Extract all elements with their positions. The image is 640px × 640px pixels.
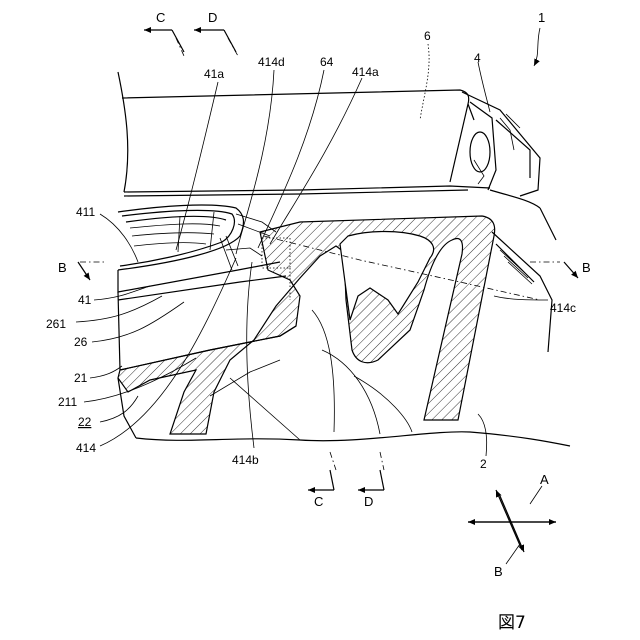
label-26: 26 bbox=[74, 335, 88, 349]
direction-indicator bbox=[468, 486, 556, 564]
label-261: 261 bbox=[46, 317, 66, 331]
label-414a: 414a bbox=[352, 65, 379, 79]
label-21: 21 bbox=[74, 371, 88, 385]
section-arrows bbox=[78, 30, 578, 490]
section-c-bottom: C bbox=[314, 494, 323, 509]
label-6: 6 bbox=[424, 29, 431, 43]
label-2: 2 bbox=[480, 457, 487, 471]
label-64: 64 bbox=[320, 55, 334, 69]
label-1: 1 bbox=[538, 10, 545, 25]
label-414c: 414c bbox=[550, 301, 576, 315]
label-411: 411 bbox=[76, 205, 95, 219]
label-414d: 414d bbox=[258, 55, 285, 69]
label-41: 41 bbox=[78, 293, 92, 307]
section-d-bottom: D bbox=[364, 494, 373, 509]
label-414: 414 bbox=[76, 441, 96, 455]
section-c-top: C bbox=[156, 10, 165, 25]
section-d-top: D bbox=[208, 10, 217, 25]
section-b-right: B bbox=[582, 260, 591, 275]
component-4 bbox=[462, 92, 540, 208]
direction-a-label: A bbox=[540, 472, 549, 487]
direction-b-label: B bbox=[494, 564, 503, 579]
right-flange bbox=[492, 208, 556, 352]
section-b-left: B bbox=[58, 260, 67, 275]
figure-number: 図7 bbox=[498, 613, 526, 633]
label-4: 4 bbox=[474, 51, 481, 65]
label-22: 22 bbox=[78, 415, 92, 429]
label-414b: 414b bbox=[232, 453, 259, 467]
label-41a: 41a bbox=[204, 67, 224, 81]
label-211: 211 bbox=[58, 395, 77, 409]
hatched-section bbox=[118, 216, 495, 438]
upper-panel-6 bbox=[118, 72, 490, 196]
